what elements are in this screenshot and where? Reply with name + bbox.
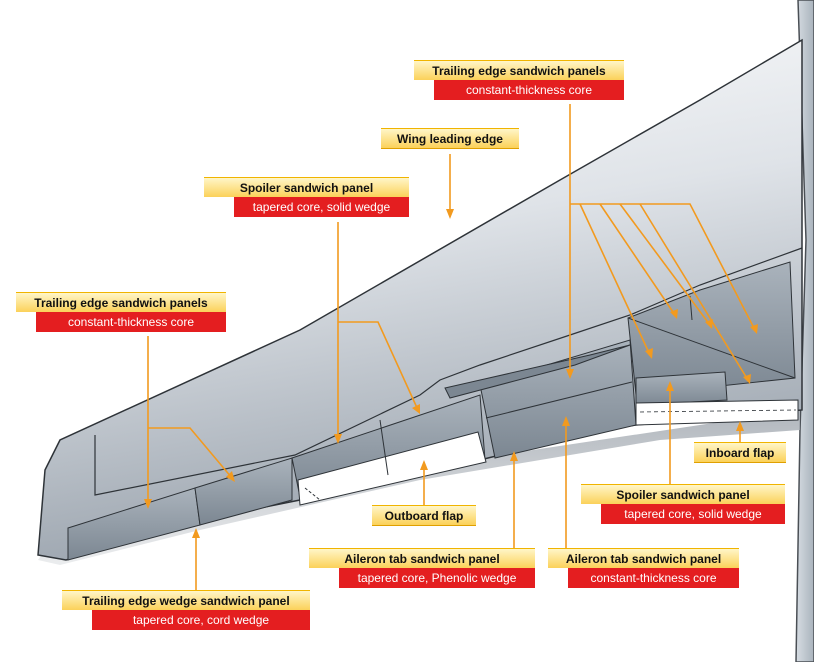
inboard-flap-white (635, 399, 799, 426)
callout-aileron-tab-phenolic: Aileron tab sandwich panel tapered core,… (309, 548, 535, 588)
leader-lines (147, 104, 756, 590)
callout-subtitle: constant-thickness core (434, 80, 624, 100)
callout-title: Inboard flap (694, 442, 786, 463)
aileron-slot (444, 344, 631, 399)
fuselage (795, 0, 814, 662)
callout-subtitle: constant-thickness core (36, 312, 226, 332)
wing-underside-shadow (38, 410, 800, 565)
callout-spoiler-upper: Spoiler sandwich panel tapered core, sol… (204, 177, 409, 217)
leader-arrowheads (144, 209, 758, 538)
callout-te-panels-left: Trailing edge sandwich panels constant-t… (16, 292, 226, 332)
inboard-spoiler (635, 371, 728, 406)
callout-aileron-tab-const: Aileron tab sandwich panel constant-thic… (548, 548, 739, 588)
callout-title: Trailing edge wedge sandwich panel (62, 590, 310, 610)
callout-title: Trailing edge sandwich panels (16, 292, 226, 312)
callout-title: Outboard flap (372, 505, 476, 526)
callout-leading-edge: Wing leading edge (381, 128, 519, 149)
callout-title: Trailing edge sandwich panels (414, 60, 624, 80)
callout-subtitle: tapered core, Phenolic wedge (339, 568, 535, 588)
te-panel-inner (194, 457, 293, 526)
callout-inboard-flap: Inboard flap (694, 442, 786, 463)
callout-subtitle: tapered core, cord wedge (92, 610, 310, 630)
callout-subtitle: tapered core, solid wedge (601, 504, 785, 524)
callout-title: Aileron tab sandwich panel (309, 548, 535, 568)
callout-title: Aileron tab sandwich panel (548, 548, 739, 568)
callout-subtitle: tapered core, solid wedge (234, 197, 409, 217)
callout-te-panels-top: Trailing edge sandwich panels constant-t… (414, 60, 624, 100)
callout-title: Spoiler sandwich panel (581, 484, 785, 504)
callout-title: Spoiler sandwich panel (204, 177, 409, 197)
callout-spoiler-lower: Spoiler sandwich panel tapered core, sol… (581, 484, 785, 524)
callout-subtitle: constant-thickness core (568, 568, 739, 588)
outboard-flap-white (297, 431, 487, 506)
callout-outboard-flap: Outboard flap (372, 505, 476, 526)
callout-te-wedge: Trailing edge wedge sandwich panel taper… (62, 590, 310, 630)
callout-title: Wing leading edge (381, 128, 519, 149)
